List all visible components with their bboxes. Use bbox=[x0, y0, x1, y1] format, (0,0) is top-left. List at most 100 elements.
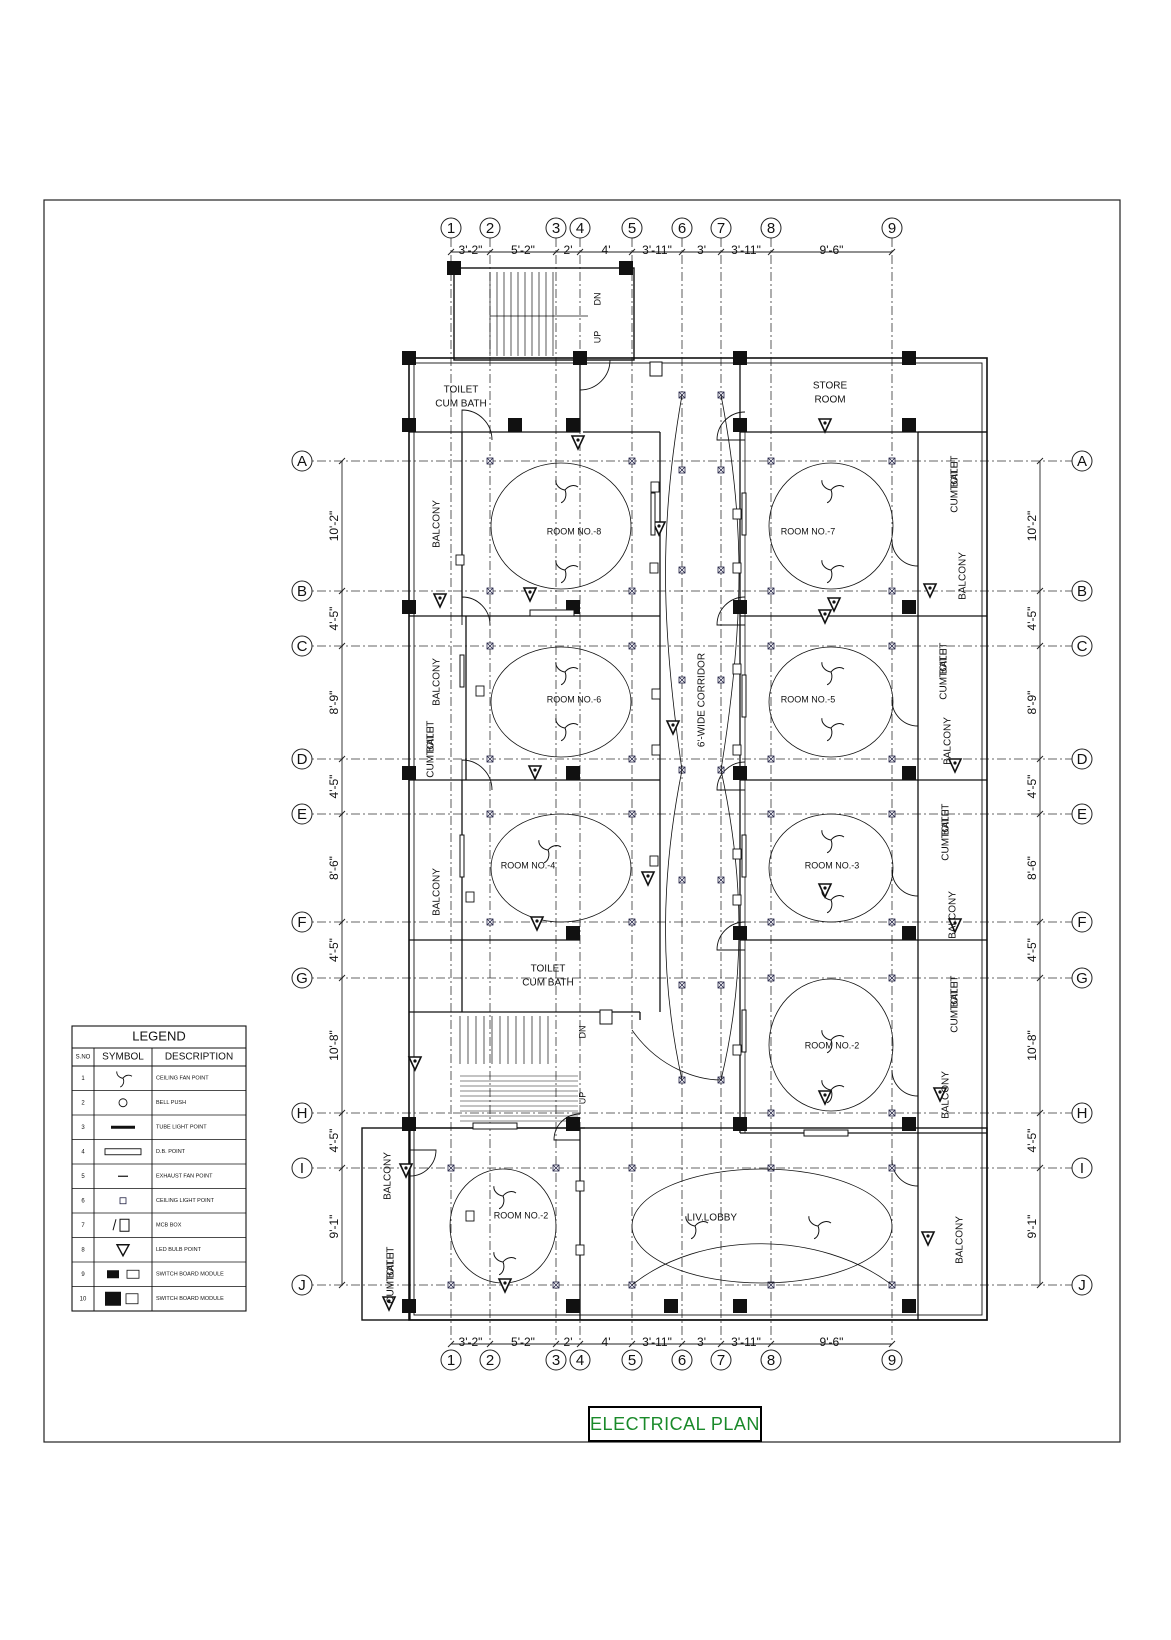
light-x bbox=[486, 457, 494, 465]
legend-symbol-icon bbox=[105, 1291, 139, 1306]
structural-column bbox=[566, 766, 580, 780]
fan-blade bbox=[543, 849, 550, 864]
row-dimension-text: 8'-9" bbox=[1025, 691, 1039, 715]
bulb-shape bbox=[527, 765, 543, 781]
bulb-shape bbox=[640, 871, 656, 887]
column-dimension-text: 3'-11" bbox=[642, 243, 672, 257]
dimension-tick bbox=[486, 248, 494, 256]
structural-column bbox=[902, 926, 916, 940]
grid-label-col: 1 bbox=[447, 220, 455, 237]
fan-blade bbox=[826, 839, 833, 854]
structural-column bbox=[733, 1299, 747, 1313]
dimension-tick bbox=[486, 1340, 494, 1348]
room-label-toilet: CUM BATH bbox=[950, 461, 961, 512]
light-x bbox=[888, 810, 896, 818]
grid-label-row: D bbox=[297, 751, 308, 768]
door-swing bbox=[891, 1159, 919, 1187]
ceiling-light-icon bbox=[678, 981, 686, 989]
column-dimension-text: 3'-2" bbox=[459, 243, 483, 257]
led-bulb-icon bbox=[651, 521, 667, 537]
switch-board-icon bbox=[651, 744, 661, 756]
structural-column bbox=[566, 1299, 580, 1313]
led-bulb-icon bbox=[817, 1090, 833, 1106]
grid-bubble-row bbox=[1071, 1157, 1093, 1179]
fan-blade bbox=[560, 569, 567, 584]
grid-bubble-row bbox=[291, 635, 313, 657]
legend-number: 2 bbox=[81, 1100, 85, 1106]
led-bulb-icon bbox=[522, 587, 538, 603]
light-x bbox=[628, 918, 636, 926]
fan-blade bbox=[547, 845, 562, 851]
ceiling-light-icon bbox=[628, 457, 636, 465]
room-label-room-4: ROOM NO.-4 bbox=[501, 860, 556, 870]
ceiling-light-icon bbox=[888, 755, 896, 763]
wiring-arc bbox=[631, 1029, 722, 1081]
light-x bbox=[486, 587, 494, 595]
fan-blade bbox=[555, 560, 566, 571]
switch-board-icon bbox=[649, 562, 659, 574]
dimension-tick bbox=[1036, 457, 1044, 465]
dimension-tick bbox=[552, 248, 560, 256]
bulb-dot bbox=[953, 921, 957, 925]
room-label-balcony: BALCONY bbox=[955, 1216, 966, 1264]
structural-column bbox=[902, 600, 916, 614]
db-point-icon bbox=[803, 1129, 849, 1137]
column-dimension-text: 3'-11" bbox=[642, 1335, 672, 1349]
light-x bbox=[678, 981, 686, 989]
fan-blade bbox=[808, 1216, 819, 1227]
switch-board-icon bbox=[575, 1180, 585, 1192]
bulb-shape bbox=[398, 1163, 414, 1179]
room-label-room-2: ROOM NO.-2 bbox=[805, 1040, 860, 1050]
bulb-dot bbox=[671, 723, 675, 727]
bulb-dot bbox=[926, 1234, 930, 1238]
mcb-icon bbox=[112, 1219, 117, 1231]
legend-description: SWITCH BOARD MODULE bbox=[156, 1296, 224, 1302]
grid-bubble-row bbox=[291, 1102, 313, 1124]
row-dimension-text: 8'-9" bbox=[327, 691, 341, 715]
fan-blade bbox=[560, 727, 567, 742]
switch-board-icon bbox=[732, 1044, 742, 1056]
light-x bbox=[552, 1281, 560, 1289]
led-bulb-icon bbox=[665, 720, 681, 736]
structural-column bbox=[447, 261, 461, 275]
db-point-icon bbox=[472, 1122, 518, 1130]
bulb-shape bbox=[651, 521, 667, 537]
light-x bbox=[628, 1164, 636, 1172]
room-label-toilet: TOILET bbox=[939, 643, 950, 678]
dimension-tick bbox=[1036, 642, 1044, 650]
door-swing bbox=[461, 596, 491, 626]
grid-bubble-col bbox=[440, 217, 462, 239]
fan-icon bbox=[821, 662, 845, 686]
ceiling-light-icon bbox=[888, 810, 896, 818]
grid-label-col: 7 bbox=[717, 220, 725, 237]
fan-blade bbox=[830, 723, 845, 729]
led-bulb-icon bbox=[817, 883, 833, 899]
grid-label-col: 2 bbox=[486, 1352, 494, 1369]
ceiling-light-icon bbox=[447, 1164, 455, 1172]
room-label-toilet: TOILET bbox=[950, 456, 961, 491]
bulb-dot bbox=[823, 886, 827, 890]
fan-blade bbox=[560, 489, 567, 504]
fan-blade bbox=[690, 1225, 697, 1240]
structural-column bbox=[402, 418, 416, 432]
dimension-tick bbox=[1036, 755, 1044, 763]
ceiling-light-icon bbox=[486, 918, 494, 926]
room-label-room-8: ROOM NO.-8 bbox=[547, 526, 602, 536]
bulb-shape bbox=[497, 1278, 513, 1294]
legend-header: S.NO bbox=[76, 1055, 91, 1061]
grid-label-col: 4 bbox=[576, 220, 584, 237]
grid-label-row: F bbox=[297, 914, 306, 931]
structural-column bbox=[402, 1299, 416, 1313]
light-x bbox=[888, 587, 896, 595]
light-x bbox=[767, 755, 775, 763]
room-label-toilet: CUM BATH bbox=[939, 648, 950, 699]
fan-icon bbox=[821, 560, 845, 584]
dimension-tick bbox=[717, 1340, 725, 1348]
grid-label-row: J bbox=[1078, 1277, 1086, 1294]
room-label-balcony: BALCONY bbox=[943, 717, 954, 765]
room-label-room-3: ROOM NO.-3 bbox=[805, 860, 860, 870]
fan-blade bbox=[826, 899, 833, 914]
row-dimension-text: 4'-5" bbox=[1025, 1129, 1039, 1153]
ceiling-light-icon bbox=[888, 974, 896, 982]
